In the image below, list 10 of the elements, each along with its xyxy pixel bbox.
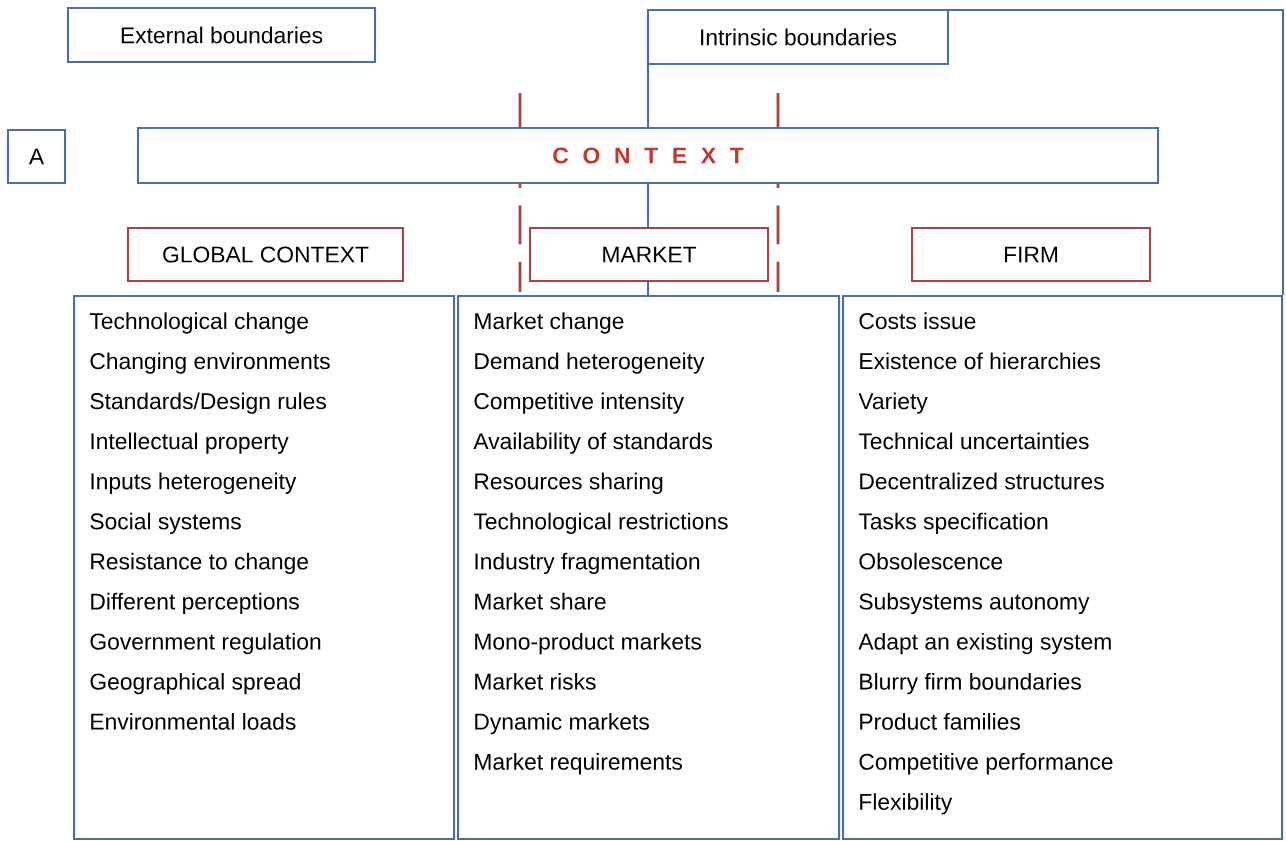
heading-box: MARKET <box>528 226 770 283</box>
factor-list-box: Market change Demand heterogeneity Competitive intensity Availability of standards Resources sharing Technological restrictions Industry fragmentation Market share Mono-product markets Market risks Dynamic markets Market requirements <box>457 295 841 841</box>
factor-list-box: Costs issue Existence of hierarchies Variety Technical uncertainties Decentralized structures Tasks specification Obsolescence Subsystems autonomy Adapt an existing system Blurry firm boundaries Product families Competitive performance Flexibility <box>842 295 1284 841</box>
factor-list-box: Technological change Changing environments Standards/Design rules Intellectual property Inputs heterogeneity Social systems Resistance to change Different perceptions Government regulation Geographical spread Environmental loads <box>73 295 456 841</box>
heading-box: GLOBAL CONTEXT <box>126 226 405 283</box>
heading-box: FIRM <box>910 226 1152 283</box>
label-box: Intrinsic boundaries <box>646 8 950 66</box>
context-bar: C O N T E X T <box>136 126 1160 185</box>
label-box: External boundaries <box>66 6 377 64</box>
label-box: A <box>6 128 67 185</box>
